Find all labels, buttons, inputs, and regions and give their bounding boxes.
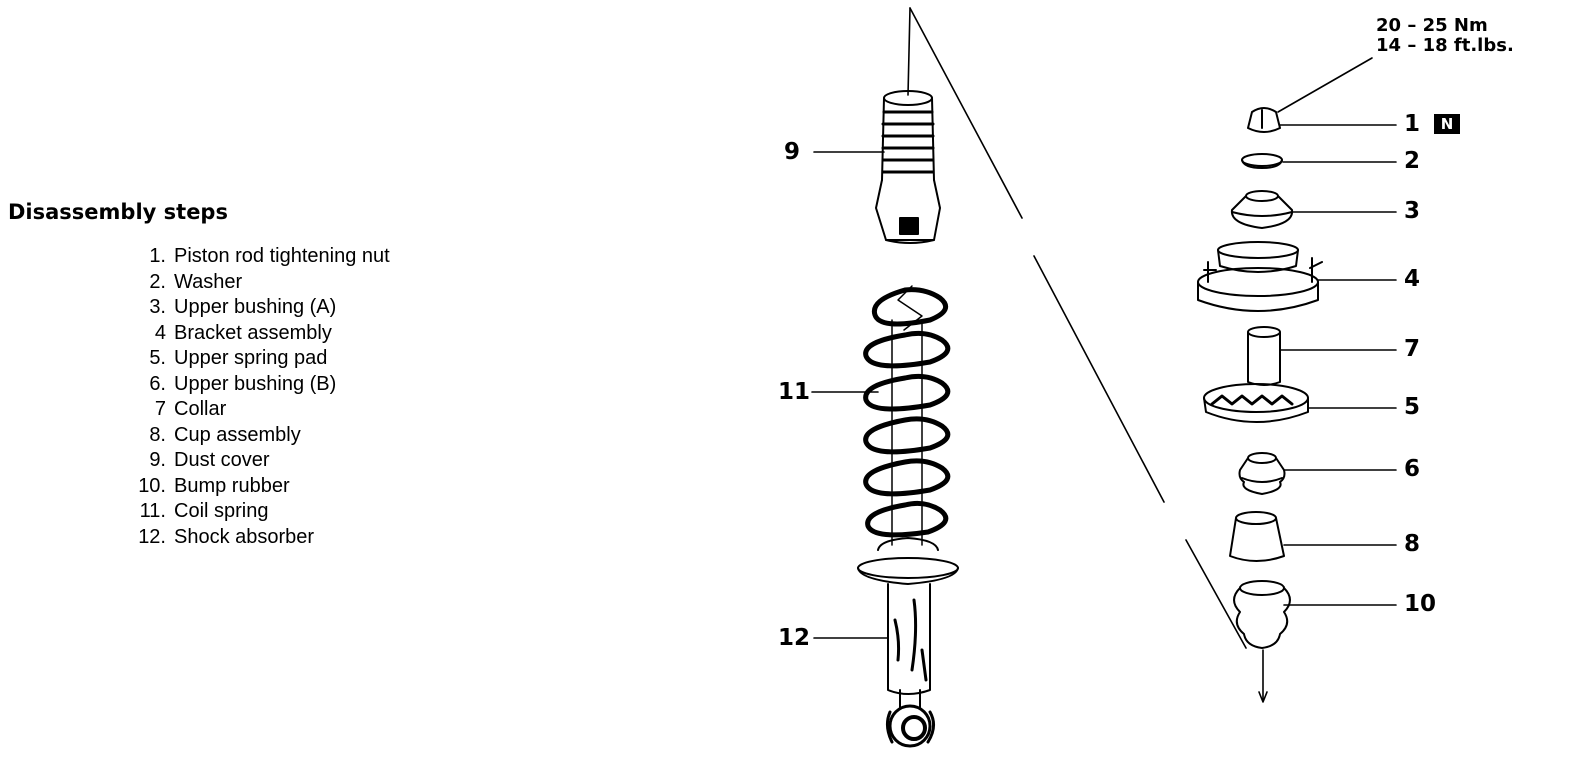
callout-7: 7 — [1404, 336, 1421, 362]
step-text: Dust cover — [174, 449, 270, 471]
step-number: 5. — [149, 347, 166, 369]
callout-8: 8 — [1404, 531, 1421, 557]
collar-drawing — [1247, 326, 1281, 386]
callout-1: 1 — [1404, 111, 1421, 137]
list-item: 12. Shock absorber — [110, 525, 390, 551]
step-text: Bracket assembly — [174, 321, 332, 344]
step-text: Piston rod tightening nut — [174, 245, 390, 267]
step-number: 3. — [149, 296, 166, 318]
list-item: 3. Upper bushing (A) — [110, 295, 390, 321]
shock-absorber-drawing — [857, 537, 959, 748]
callout-12: 12 — [778, 625, 811, 651]
list-item: 7 Collar — [110, 397, 390, 423]
list-item: 4 Bracket assembly — [110, 321, 390, 347]
list-item: 1. Piston rod tightening nut — [110, 244, 390, 270]
step-number: 2. — [149, 270, 166, 293]
step-number: 7 — [154, 398, 166, 420]
list-item: 10. Bump rubber — [110, 474, 390, 500]
steps-title: Disassembly steps — [8, 200, 228, 224]
upper-spring-pad-drawing — [1203, 383, 1309, 423]
step-number: 1. — [149, 245, 166, 267]
washer-drawing — [1241, 153, 1283, 169]
step-text: Collar — [174, 398, 227, 420]
torque-spec: 20 – 25 Nm 14 – 18 ft.lbs. — [1376, 16, 1514, 56]
step-text: Shock absorber — [174, 525, 315, 548]
dust-cover-drawing — [875, 90, 941, 244]
list-item: 9. Dust cover — [110, 448, 390, 474]
step-number: 10. — [138, 474, 166, 497]
step-number: 8. — [149, 423, 166, 446]
upper-bushing-b-drawing — [1238, 452, 1286, 495]
step-text: Bump rubber — [174, 474, 290, 497]
step-number: 12. — [138, 525, 166, 548]
callout-6: 6 — [1404, 456, 1421, 482]
cup-assembly-drawing — [1229, 511, 1285, 562]
step-text: Coil spring — [174, 500, 269, 522]
bracket-assembly-drawing — [1197, 241, 1323, 312]
step-text: Upper bushing (B) — [174, 372, 337, 395]
step-number: 9. — [149, 449, 166, 471]
coil-spring-drawing — [863, 285, 951, 546]
step-text: Upper bushing (A) — [174, 296, 337, 318]
explosion-guide-lines — [907, 7, 1268, 703]
list-item: 2. Washer — [110, 270, 390, 296]
callout-2: 2 — [1404, 148, 1421, 174]
callout-9: 9 — [784, 139, 801, 165]
step-text: Cup assembly — [174, 423, 301, 446]
torque-metric: 20 – 25 Nm — [1376, 15, 1488, 36]
upper-bushing-a-drawing — [1230, 190, 1294, 229]
step-number: 4 — [154, 321, 166, 344]
bump-rubber-drawing — [1233, 580, 1291, 649]
callout-4: 4 — [1404, 266, 1421, 292]
list-item: 11. Coil spring — [110, 499, 390, 525]
step-text: Upper spring pad — [174, 347, 328, 369]
callout-10: 10 — [1404, 591, 1437, 617]
callout-11: 11 — [778, 379, 811, 405]
callout-5: 5 — [1404, 394, 1421, 420]
list-item: 6. Upper bushing (B) — [110, 372, 390, 398]
callout-3: 3 — [1404, 198, 1421, 224]
list-item: 8. Cup assembly — [110, 423, 390, 449]
leader-lines — [811, 57, 1397, 639]
torque-imperial: 14 – 18 ft.lbs. — [1376, 35, 1514, 56]
step-text: Washer — [174, 270, 243, 293]
steps-list: 1. Piston rod tightening nut 2. Washer 3. U… — [110, 244, 390, 550]
list-item: 5. Upper spring pad — [110, 346, 390, 372]
step-number: 11. — [139, 500, 166, 522]
step-number: 6. — [149, 372, 166, 395]
piston-rod-nut-drawing — [1247, 107, 1281, 133]
new-part-badge: N — [1434, 114, 1460, 134]
